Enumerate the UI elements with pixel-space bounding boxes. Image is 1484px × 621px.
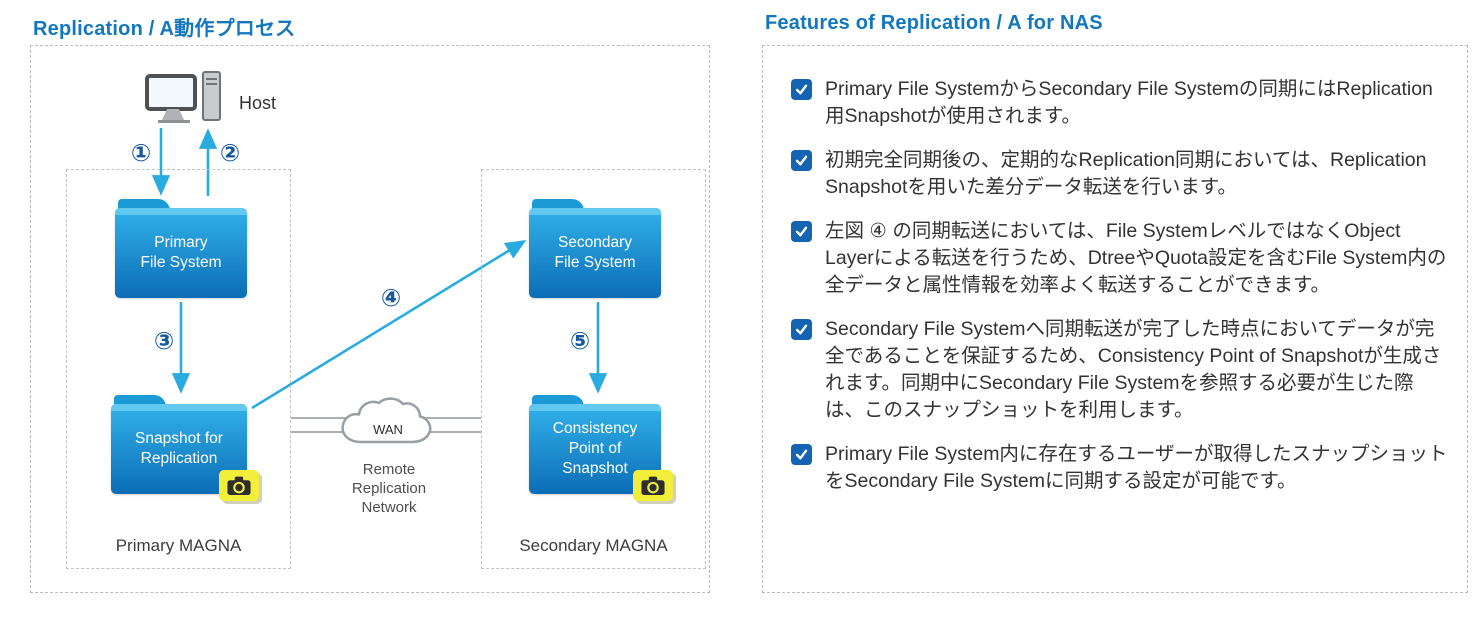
feature-text: Secondary File Systemへ同期転送が完了した時点においてデータ… (825, 318, 1442, 421)
snapshot-for-replication-folder: Snapshot for Replication (111, 395, 259, 501)
secondary-magna-label: Secondary MAGNA (519, 536, 668, 555)
step-4-badge: ④ (380, 285, 402, 312)
checkbox-checked-icon (791, 150, 812, 171)
host: Host (143, 70, 276, 126)
wan-cloud: WAN (332, 395, 444, 451)
host-label: Host (239, 93, 277, 113)
secondary-magna-box: Secondary MAGNA (481, 169, 706, 569)
feature-text: 左図 ④ の同期転送においては、File SystemレベルではなくObject… (825, 220, 1447, 296)
checkbox-checked-icon (791, 79, 812, 100)
features-panel: Primary File SystemからSecondary File Syst… (762, 45, 1468, 593)
host-computer-icon (145, 71, 221, 123)
feature-item: 左図 ④ の同期転送においては、File SystemレベルではなくObject… (791, 218, 1449, 299)
consistency-point-snapshot-folder: Consistency Point of Snapshot (529, 395, 673, 501)
primary-magna-label: Primary MAGNA (115, 536, 242, 555)
secondary-file-system-folder: Secondary File System (529, 199, 661, 298)
feature-item: Primary File System内に存在するユーザーが取得したスナップショ… (791, 441, 1449, 495)
process-title: Replication / A動作プロセス (33, 18, 296, 40)
checkbox-checked-icon (791, 444, 812, 465)
replication-process-diagram: Host Primary MAGNA Secondary MAGNA Prima… (30, 45, 710, 593)
step-3-badge: ③ (153, 328, 175, 355)
snapshot-folder-label: Snapshot for Replication (135, 429, 223, 467)
checkbox-checked-icon (791, 221, 812, 242)
step-5-badge: ⑤ (569, 328, 591, 355)
remote-replication-network-label: Remote Replication Network (351, 461, 427, 517)
feature-item: Secondary File Systemへ同期転送が完了した時点においてデータ… (791, 316, 1449, 424)
feature-text: 初期完全同期後の、定期的なReplication同期においては、Replicat… (825, 149, 1427, 198)
primary-file-system-folder: Primary File System (115, 199, 247, 298)
consistency-folder-label: Consistency Point of Snapshot (552, 419, 638, 478)
snapshot-camera-icon (219, 470, 259, 501)
step-1-badge: ① (130, 140, 152, 167)
wan-cloud-icon (341, 397, 432, 444)
feature-item: 初期完全同期後の、定期的なReplication同期においては、Replicat… (791, 147, 1449, 201)
feature-text: Primary File System内に存在するユーザーが取得したスナップショ… (825, 443, 1448, 492)
wan-label: WAN (373, 421, 403, 437)
checkbox-checked-icon (791, 319, 812, 340)
feature-item: Primary File SystemからSecondary File Syst… (791, 76, 1449, 130)
step-2-badge: ② (219, 140, 241, 167)
primary-magna-box: Primary MAGNA (66, 169, 291, 569)
feature-text: Primary File SystemからSecondary File Syst… (825, 78, 1433, 127)
consistency-camera-icon (633, 470, 673, 501)
features-title: Features of Replication / A for NAS (765, 12, 1103, 34)
